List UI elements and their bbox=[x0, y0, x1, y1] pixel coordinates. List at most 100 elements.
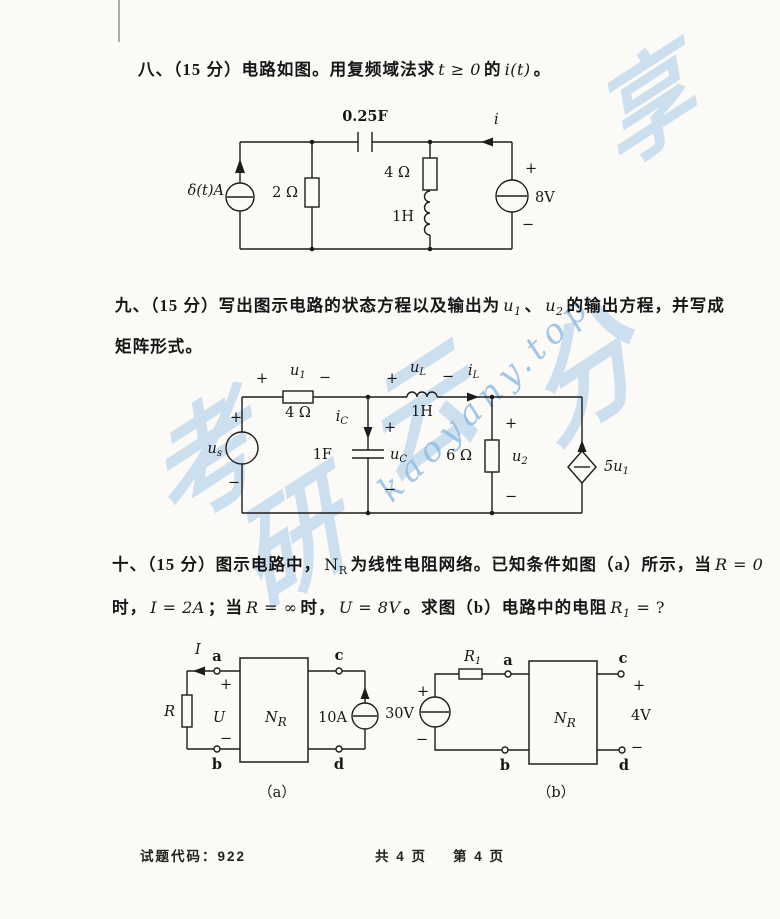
terminal-d-label: d bbox=[334, 756, 344, 773]
figure-a-wires bbox=[181, 657, 379, 763]
figure-a-marks bbox=[193, 666, 370, 699]
terminal-b-label: b bbox=[500, 757, 510, 774]
terminal-d-label: d bbox=[619, 757, 629, 774]
current-i-arrow-left bbox=[481, 137, 493, 147]
u2-sub: 2 bbox=[520, 456, 527, 467]
r1-base: R bbox=[610, 598, 623, 617]
plus-sign: + bbox=[386, 371, 398, 387]
source-arrow-up bbox=[235, 159, 245, 173]
circuit-1-marks bbox=[235, 137, 493, 252]
bottom-wire bbox=[434, 727, 529, 751]
resistor-r-label: R bbox=[163, 704, 175, 720]
resistor-4ohm-label: 4 Ω bbox=[285, 405, 311, 421]
p10-math-r0: R = 0 bbox=[714, 555, 764, 574]
r1-sub: 1 bbox=[622, 607, 631, 620]
p10-text4: ；当 bbox=[207, 598, 244, 617]
p8-text2: 的 bbox=[483, 60, 502, 79]
resistor-2ohm-symbol bbox=[304, 177, 320, 208]
figure-b-wires bbox=[419, 660, 626, 765]
problem-9-statement-line2: 矩阵形式。 bbox=[115, 333, 203, 357]
dep-base: 5u bbox=[604, 459, 623, 475]
ic-sub: C bbox=[340, 416, 348, 427]
nr-base: N bbox=[324, 555, 339, 574]
p10-nr: NR bbox=[324, 555, 347, 577]
voltage-source-label: 8V bbox=[535, 190, 555, 206]
current-page: 第 4 页 bbox=[453, 849, 506, 864]
ic-label: iC bbox=[336, 409, 349, 427]
p10-math-rinf: R = ∞ bbox=[246, 598, 298, 617]
exam-code: 试题代码：922 bbox=[140, 849, 247, 864]
node-dot bbox=[309, 139, 315, 145]
minus-sign: − bbox=[522, 217, 534, 233]
plus-sign: + bbox=[525, 161, 537, 177]
nr-network-box bbox=[239, 657, 309, 763]
circuit-2-marks bbox=[363, 392, 587, 516]
total-pages: 共 4 页 bbox=[375, 849, 428, 864]
terminal-b-label: b bbox=[212, 756, 222, 773]
current-source-symbol bbox=[225, 182, 255, 212]
p10-text7: = ? bbox=[636, 598, 666, 617]
plus-sign: + bbox=[505, 416, 517, 432]
resistor-6ohm-label: 6 Ω bbox=[446, 448, 472, 464]
plus-sign: + bbox=[230, 410, 242, 426]
ic-arrow-down bbox=[363, 427, 373, 439]
nr-box-label: NR bbox=[553, 711, 576, 730]
p8-text: 八、（15 分）电路如图。用复频域法求 bbox=[138, 60, 436, 79]
terminal-d bbox=[618, 746, 626, 754]
p9-text2: 的输出方程，并写成 bbox=[566, 296, 725, 315]
u2-base: u bbox=[512, 449, 521, 465]
nr-base: N bbox=[264, 710, 279, 726]
p8-math-t: t ≥ 0 bbox=[438, 60, 481, 79]
minus-sign: − bbox=[319, 370, 331, 386]
u1-sub: 1 bbox=[514, 305, 522, 318]
circuit-1-wires bbox=[225, 132, 529, 250]
capacitor-1f-symbol bbox=[352, 449, 384, 459]
p10-text3: 时， bbox=[112, 598, 148, 617]
p8-period: 。 bbox=[533, 60, 552, 79]
resistor-4ohm-symbol bbox=[282, 390, 314, 404]
dep-sub: 1 bbox=[623, 466, 629, 477]
node-dot bbox=[309, 246, 315, 252]
terminal-a-label: a bbox=[503, 652, 513, 669]
figure-a-caption: （a） bbox=[258, 784, 296, 801]
current-i-label: i bbox=[494, 112, 499, 128]
u2-base: u bbox=[545, 296, 557, 315]
p10-text5: 时， bbox=[300, 598, 336, 617]
top-wire bbox=[434, 673, 529, 697]
voltage-source-symbol bbox=[495, 179, 529, 213]
voltage-U-label: U bbox=[213, 710, 226, 726]
minus-sign: − bbox=[505, 489, 517, 505]
p9-math-u2: u2 bbox=[545, 296, 563, 318]
scan-artifact-line bbox=[118, 0, 120, 42]
minus-sign: − bbox=[416, 732, 428, 748]
u2-label: u2 bbox=[512, 449, 528, 467]
watermark-char-5: 享 bbox=[580, 25, 712, 191]
p10-text6: 。求图（b）电路中的电阻 bbox=[403, 598, 608, 617]
inductor-value-label: 1H bbox=[392, 209, 414, 225]
current-I-arrow-left bbox=[193, 666, 205, 676]
il-sub: L bbox=[472, 370, 480, 381]
plus-sign: + bbox=[220, 677, 232, 693]
resistor-r-symbol bbox=[181, 694, 193, 728]
ul-label: uL bbox=[410, 360, 426, 378]
voltage-4v-label: 4V bbox=[631, 708, 651, 724]
us-sub: s bbox=[217, 448, 222, 459]
nr-sub: R bbox=[277, 715, 287, 729]
resistor-6ohm-symbol bbox=[484, 439, 500, 473]
terminal-c bbox=[617, 670, 625, 678]
figure-b-caption: （b） bbox=[537, 784, 575, 801]
plus-sign: + bbox=[417, 684, 429, 700]
node-dot bbox=[427, 139, 433, 145]
delta-source-label: δ(t)A bbox=[188, 183, 224, 199]
p9-separator: 、 bbox=[524, 296, 543, 315]
circuit-1-diagram: 0.25F i δ(t)A 2 Ω 4 Ω 1H + − 8V bbox=[188, 108, 555, 252]
current-I-label: I bbox=[194, 642, 201, 658]
us-base: u bbox=[208, 441, 217, 457]
ic-base: i bbox=[336, 409, 341, 425]
top-wire-right bbox=[308, 670, 366, 703]
node-dot bbox=[427, 246, 433, 252]
plus-sign: + bbox=[633, 678, 645, 694]
